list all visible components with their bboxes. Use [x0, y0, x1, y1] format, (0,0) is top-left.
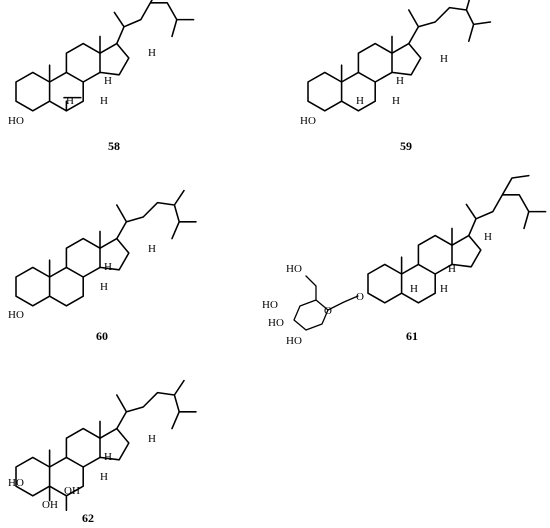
label-60-h1: H	[100, 281, 108, 293]
compound-62	[15, 379, 197, 511]
compound-id-62: 62	[82, 511, 94, 525]
label-61-o1: O	[324, 305, 332, 317]
label-58-ho: HO	[8, 115, 24, 127]
label-60-h3: H	[148, 243, 156, 255]
label-58-h1: H	[66, 95, 74, 107]
compound-id-59: 59	[400, 139, 412, 153]
label-61-h1: H	[410, 283, 418, 295]
label-62-oh2: OH	[64, 485, 80, 497]
label-62-ho: HO	[8, 477, 24, 489]
label-61-h4: H	[484, 231, 492, 243]
label-59-h2: H	[392, 95, 400, 107]
label-59-ho: HO	[300, 115, 316, 127]
label-61-oh: HO	[286, 335, 302, 347]
label-58-h4: H	[148, 47, 156, 59]
label-58-h3: H	[104, 75, 112, 87]
compound-id-60: 60	[96, 329, 108, 343]
compound-61	[367, 174, 547, 304]
label-61-ho3: HO	[268, 317, 284, 329]
label-60-ho: HO	[8, 309, 24, 321]
compound-id-61: 61	[406, 329, 418, 343]
label-62-h1: H	[100, 471, 108, 483]
label-59-h3: H	[396, 75, 404, 87]
label-62-h3: H	[148, 433, 156, 445]
label-62-oh1: OH	[42, 499, 58, 511]
label-60-h2: H	[104, 261, 112, 273]
label-59-h4: H	[440, 53, 448, 65]
label-61-ho: HO	[286, 263, 302, 275]
label-61-h2: H	[440, 283, 448, 295]
compound-58	[15, 0, 195, 112]
label-61-ho2: HO	[262, 299, 278, 311]
label-62-h2: H	[104, 451, 112, 463]
compound-59	[307, 0, 492, 112]
label-61-h3: H	[448, 263, 456, 275]
compound-id-58: 58	[108, 139, 120, 153]
glucose-ring	[293, 275, 359, 331]
label-61-o2: O	[356, 291, 364, 303]
label-58-h2: H	[100, 95, 108, 107]
compound-60	[15, 189, 197, 307]
label-59-h1: H	[356, 95, 364, 107]
